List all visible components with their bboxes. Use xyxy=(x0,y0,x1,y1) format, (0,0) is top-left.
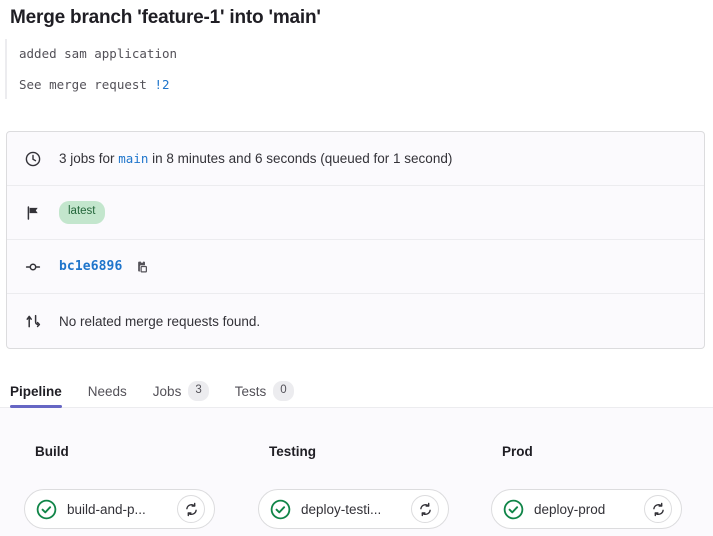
commit-description-spacer xyxy=(19,64,713,74)
commit-description: added sam application See merge request … xyxy=(5,39,713,99)
info-row-commit: bc1e6896 xyxy=(7,240,704,294)
job-name-label: deploy-prod xyxy=(534,501,606,517)
tab-jobs-count: 3 xyxy=(188,380,209,402)
merge-request-link[interactable]: !2 xyxy=(154,77,170,92)
job-deploy-testing[interactable]: deploy-testi... xyxy=(258,489,449,529)
tab-needs[interactable]: Needs xyxy=(75,375,140,407)
commit-description-line-1: added sam application xyxy=(19,46,178,61)
retry-icon[interactable] xyxy=(411,495,439,523)
retry-icon[interactable] xyxy=(644,495,672,523)
status-success-icon xyxy=(36,499,57,520)
clock-icon xyxy=(25,151,41,167)
tab-tests-count: 0 xyxy=(273,380,294,402)
tab-jobs-label: Jobs xyxy=(152,383,182,399)
status-success-icon xyxy=(270,499,291,520)
info-row-duration: 3 jobs for main in 8 minutes and 6 secon… xyxy=(7,132,704,186)
job-name-label: build-and-p... xyxy=(67,501,146,517)
stage-build: Build build-and-p... xyxy=(0,408,233,529)
tab-tests[interactable]: Tests 0 xyxy=(222,375,307,407)
stage-testing-title: Testing xyxy=(269,444,316,459)
duration-text: 3 jobs for main in 8 minutes and 6 secon… xyxy=(59,151,452,166)
tab-bar: Pipeline Needs Jobs 3 Tests 0 xyxy=(0,375,713,408)
pipeline-info-card: 3 jobs for main in 8 minutes and 6 secon… xyxy=(6,131,705,349)
tab-pipeline[interactable]: Pipeline xyxy=(10,375,75,408)
branch-link[interactable]: main xyxy=(118,151,149,166)
commit-sha-link[interactable]: bc1e6896 xyxy=(59,259,123,274)
stage-testing: Testing deploy-testi... xyxy=(234,408,467,529)
status-badge: latest xyxy=(59,201,105,224)
flag-icon xyxy=(25,205,41,221)
merge-requests-text: No related merge requests found. xyxy=(59,313,261,329)
stage-prod-title: Prod xyxy=(502,444,533,459)
tab-tests-label: Tests xyxy=(234,383,267,399)
info-row-merge-requests: No related merge requests found. xyxy=(7,294,704,348)
page-title: Merge branch 'feature-1' into 'main' xyxy=(10,7,321,28)
jobs-count-text: 3 jobs for xyxy=(59,151,119,166)
duration-suffix: in 8 minutes and 6 seconds (queued for 1… xyxy=(148,151,453,166)
tab-pipeline-label: Pipeline xyxy=(10,383,62,399)
commit-description-line-2: See merge request !2 xyxy=(19,74,713,95)
pipeline-graph: Build build-and-p... xyxy=(0,408,713,536)
stage-prod: Prod deploy-prod xyxy=(467,408,700,529)
job-build-and-push[interactable]: build-and-p... xyxy=(24,489,215,529)
stage-build-title: Build xyxy=(35,444,69,459)
status-success-icon xyxy=(503,499,524,520)
copy-icon[interactable] xyxy=(134,259,150,275)
merge-request-text: See merge request xyxy=(19,77,155,92)
tab-jobs[interactable]: Jobs 3 xyxy=(140,375,222,407)
job-deploy-prod[interactable]: deploy-prod xyxy=(491,489,682,529)
commit-icon xyxy=(25,259,41,275)
merge-request-icon xyxy=(25,313,41,329)
tab-needs-label: Needs xyxy=(87,383,127,399)
info-row-tag: latest xyxy=(7,186,704,240)
retry-icon[interactable] xyxy=(177,495,205,523)
job-name-label: deploy-testi... xyxy=(301,501,382,517)
